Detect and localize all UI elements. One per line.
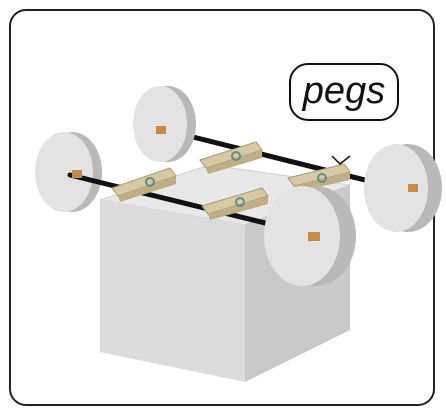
peg-front-center: [201, 187, 269, 220]
hub-icon: [72, 170, 82, 178]
peg-spring-icon: [235, 197, 245, 207]
pegs-callout: pegs: [289, 63, 399, 121]
hub-icon: [408, 184, 418, 192]
wheel-front-left: [35, 132, 102, 212]
callout-bubble: [289, 63, 399, 121]
callout-label: pegs: [302, 70, 385, 112]
block-front-face: [100, 200, 245, 382]
wheel-back-right: [364, 144, 442, 232]
peg-spring-icon: [145, 177, 155, 187]
callout-pointer: [331, 155, 351, 166]
peg-spring-icon: [317, 173, 327, 183]
wheel-front-right: [264, 186, 356, 286]
peg-spring-icon: [231, 151, 241, 161]
hub-icon: [156, 126, 166, 134]
peg-front-left: [111, 167, 177, 202]
wheel-back-left: [133, 86, 196, 162]
hub-icon: [308, 232, 320, 241]
peg-back-left: [199, 141, 263, 174]
